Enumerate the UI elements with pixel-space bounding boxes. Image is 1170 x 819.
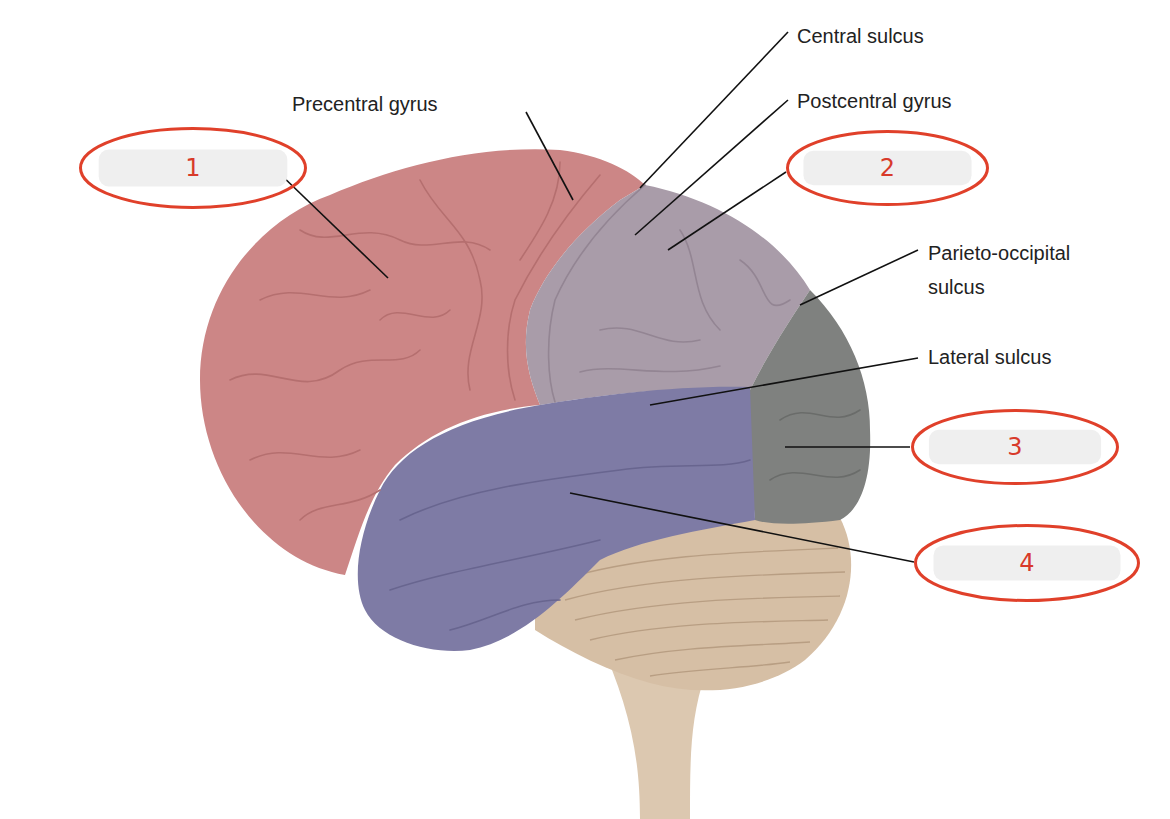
parietal-gyri: [549, 185, 790, 402]
leader-line: [785, 446, 910, 448]
oval-ring: [81, 129, 306, 208]
leader-line: [635, 100, 788, 235]
part-label: Lateral sulcus: [928, 346, 1051, 368]
blank-label-patch: [99, 150, 288, 187]
callout-oval: 2: [785, 129, 990, 207]
part-label-box: Parieto-occipital sulcus: [928, 236, 1128, 304]
part-label-box: Lateral sulcus: [928, 345, 1051, 369]
leader-line: [668, 172, 786, 250]
part-label-box: Postcentral gyrus: [797, 89, 952, 113]
frontal-gyri: [230, 162, 600, 520]
temporal-gyri: [390, 460, 750, 630]
oval-ring: [913, 411, 1118, 484]
oval-ring: [916, 526, 1139, 601]
leader-line: [800, 250, 918, 305]
occipital-lobe: [749, 290, 870, 524]
cerebellum-folia: [560, 548, 845, 676]
part-label: Central sulcus: [797, 25, 924, 47]
leader-line: [570, 493, 914, 562]
part-label: Parieto-occipital sulcus: [928, 242, 1070, 298]
callout-number: 3: [1007, 433, 1022, 461]
part-label-box: Central sulcus: [797, 24, 924, 48]
callout-oval: 1: [78, 126, 308, 210]
blank-label-patch: [929, 430, 1101, 464]
leader-line: [650, 358, 918, 405]
callout-number: 4: [1019, 549, 1034, 577]
callout-oval: 3: [910, 408, 1120, 486]
blank-label-patch: [803, 151, 971, 185]
blank-label-patch: [934, 545, 1121, 580]
callout-oval: 4: [913, 523, 1141, 603]
callout-number: 2: [880, 154, 895, 182]
occipital-gyri: [770, 410, 860, 480]
part-label-box: Precentral gyrus: [292, 92, 438, 116]
part-label: Precentral gyrus: [292, 93, 438, 115]
callout-number: 1: [185, 154, 200, 182]
oval-ring: [788, 132, 988, 205]
leader-line: [526, 112, 573, 200]
part-label: Postcentral gyrus: [797, 90, 952, 112]
